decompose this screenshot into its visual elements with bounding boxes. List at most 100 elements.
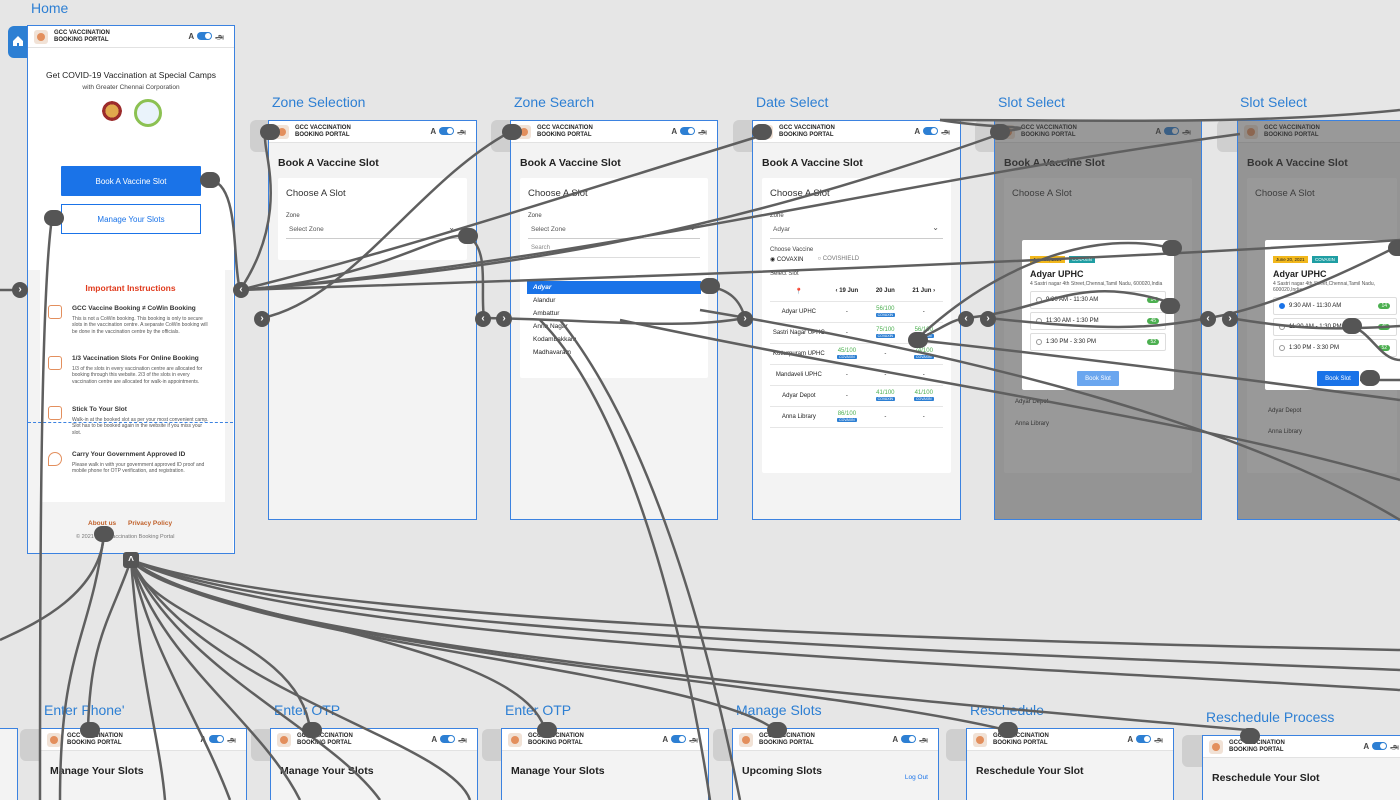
zone-option[interactable]: Ambattur — [533, 310, 560, 317]
gcc-logo-icon — [508, 733, 522, 747]
home-tab-enter-otp[interactable] — [251, 729, 271, 761]
nav-arrow-icon[interactable]: › — [737, 311, 753, 327]
connector-handle[interactable] — [94, 526, 114, 542]
home-tab-slot-select-2[interactable] — [1217, 120, 1237, 152]
home-icon — [12, 34, 24, 46]
connector-handle[interactable] — [700, 278, 720, 294]
home-tab-enter-phone[interactable] — [20, 729, 40, 761]
connector-handle[interactable] — [767, 722, 787, 738]
nav-arrow-icon[interactable]: › — [1222, 311, 1238, 327]
home-tab-reschedule[interactable] — [946, 729, 966, 761]
nav-arrow-icon[interactable]: › — [496, 311, 512, 327]
connector-handle[interactable] — [1342, 318, 1362, 334]
vaccine-badge: COVAXIN — [914, 355, 934, 359]
card-title: Choose A Slot — [1255, 188, 1315, 199]
connector-handle[interactable] — [752, 124, 772, 140]
copyright: © 2021 GCC Vaccination Booking Portal — [76, 534, 175, 540]
connector-handle[interactable] — [302, 722, 322, 738]
connector-handle[interactable] — [998, 722, 1018, 738]
frame-label-date-select: Date Select — [756, 94, 829, 110]
about-us-link[interactable]: About us — [88, 520, 117, 527]
connector-handle[interactable] — [1240, 728, 1260, 744]
nav-arrow-icon[interactable]: ‹ — [475, 311, 491, 327]
connector-handle[interactable] — [1360, 370, 1380, 386]
connector-handle[interactable] — [908, 332, 928, 348]
zone-select[interactable]: Select Zone — [286, 221, 459, 239]
centre-name: Adyar Depot — [1268, 408, 1302, 414]
frame-label-reschedule: Reschedule — [970, 702, 1044, 718]
connector-handle[interactable] — [458, 228, 478, 244]
connector-handle[interactable] — [1160, 298, 1180, 314]
zone-search-input[interactable]: Search — [528, 239, 700, 258]
home-tab-reschedule-process[interactable] — [1182, 735, 1202, 767]
home-tab[interactable] — [8, 26, 28, 58]
connector-handle[interactable] — [1388, 240, 1400, 256]
nav-arrow-icon[interactable]: ‹ — [233, 282, 249, 298]
nav-arrow-icon[interactable]: › — [12, 282, 28, 298]
next-date-icon[interactable]: › — [931, 288, 936, 294]
connector-handle[interactable] — [502, 124, 522, 140]
page-title: Upcoming Slots — [742, 765, 822, 777]
zone-select[interactable]: Adyar — [770, 221, 943, 239]
zone-option[interactable]: Anna Nagar — [533, 323, 568, 330]
manage-your-slots-button[interactable]: Manage Your Slots — [61, 204, 201, 234]
home-tab-date-select[interactable] — [733, 120, 753, 152]
gcc-logo-icon — [277, 733, 291, 747]
frame-label-enter-phone: Enter Phone' — [44, 702, 125, 718]
log-out-link[interactable]: Log Out — [904, 774, 928, 781]
book-slot-button[interactable]: Book Slot — [1317, 371, 1359, 386]
zone-option[interactable]: Madhavaram — [533, 349, 571, 356]
connector-handle[interactable] — [80, 722, 100, 738]
nav-arrow-icon[interactable]: ‹ — [1200, 311, 1216, 327]
home-tab-manage-slots[interactable] — [713, 729, 733, 761]
zone-option[interactable]: Adyar — [527, 281, 701, 294]
book-slot-button[interactable]: Book Slot — [1077, 371, 1119, 386]
nav-arrow-icon[interactable]: › — [980, 311, 996, 327]
zone-option[interactable]: Alandur — [533, 297, 556, 304]
home-tab-enter-otp-2[interactable] — [482, 729, 502, 761]
connector-handle[interactable] — [200, 172, 220, 188]
connector-handle[interactable] — [537, 722, 557, 738]
covishield-radio[interactable]: ○ COVISHIELD — [817, 256, 860, 262]
book-vaccine-slot-button[interactable]: Book A Vaccine Slot — [61, 166, 201, 196]
nav-arrow-icon[interactable]: › — [254, 311, 270, 327]
connector-handle[interactable] — [260, 124, 280, 140]
zone-label: Zone — [528, 213, 542, 219]
collapse-up-icon[interactable]: ˄ — [123, 552, 139, 568]
connector-handle[interactable] — [1162, 240, 1182, 256]
nav-arrow-icon[interactable]: ‹ — [958, 311, 974, 327]
zone-select[interactable]: Select Zone — [528, 221, 700, 239]
connector-handle[interactable] — [990, 124, 1010, 140]
fold-line — [28, 422, 233, 423]
connector-handle[interactable] — [44, 210, 64, 226]
covaxin-radio[interactable]: ◉ COVAXIN — [770, 257, 804, 263]
privacy-policy-link[interactable]: Privacy Policy — [128, 520, 173, 527]
zone-option[interactable]: Kodambakkam — [533, 336, 577, 343]
